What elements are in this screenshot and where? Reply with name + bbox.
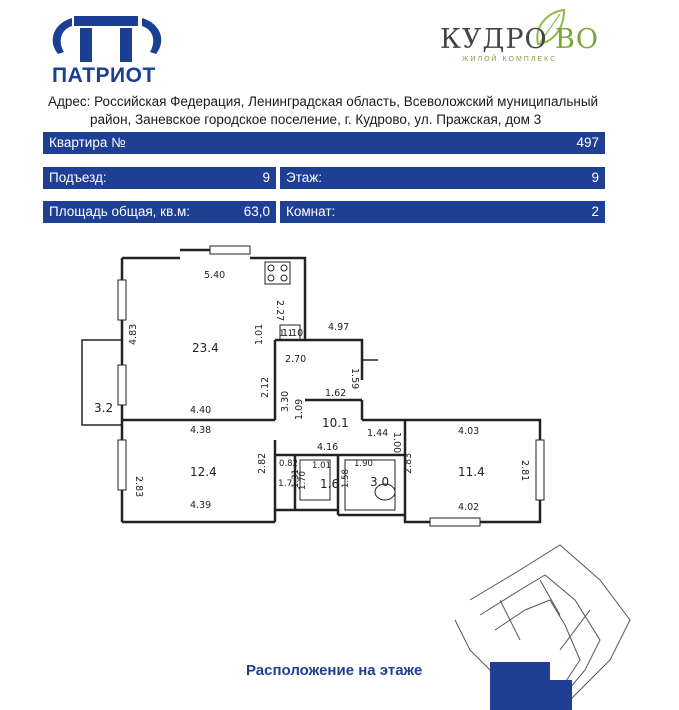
floor-value: 9 [591,170,599,185]
dim-2-12: 2.12 [260,377,271,398]
dim-1-09: 1.09 [294,399,305,420]
address-line-2: район, Заневское городское поселение, г.… [90,112,542,127]
dim-4-02: 4.02 [458,502,479,513]
dim-2-81: 2.81 [519,460,530,481]
leaf-icon [536,8,566,46]
entrance-value: 9 [262,170,270,185]
dimensions: 5.40 2.27 4.83 1.01 1.10 4.97 2.70 1.59 … [128,270,530,513]
apartment-number: 497 [576,135,599,150]
dim-2-27: 2.27 [274,300,285,321]
kudrovo-tagline: ЖИЛОЙ КОМПЛЕКС [462,56,558,63]
apartment-bar: Квартира № 497 [43,132,605,154]
patriot-brand-name: ПАТРИОТ [52,64,156,87]
location-minimap [454,544,631,710]
dim-1-00: 1.00 [391,432,402,453]
dim-4-83: 4.83 [128,324,139,345]
dim-1-70: 1.70 [298,471,308,490]
room-areas: 23.4 3.2 12.4 10.1 11.4 1.6 3.0 1.1 1.7 [94,329,485,491]
dim-4-40: 4.40 [190,405,211,416]
plan-windows [117,245,545,527]
balcony-area: 3.2 [94,401,113,415]
wc-area: 1.6 [320,477,339,491]
dim-1-44: 1.44 [367,428,388,439]
dim-4-38: 4.38 [190,425,211,436]
dim-5-40: 5.40 [204,270,225,281]
dim-4-16: 4.16 [317,442,338,453]
area-value: 63,0 [243,204,270,219]
closet-area: 1.1 [279,329,293,339]
kitchen-area: 23.4 [192,341,219,355]
rooms-value: 2 [591,204,599,219]
dim-1-01-a: 1.01 [254,324,265,345]
kudrovo-logo: КУДРО ВО ЖИЛОЙ КОМПЛЕКС [440,8,620,68]
apartment-location-highlight [490,662,550,710]
rooms-label: Комнат: [286,204,336,219]
dim-1-90: 1.90 [354,459,373,469]
dim-2-82: 2.82 [257,453,268,474]
kudrovo-name-right: ВО [555,24,599,55]
address-block: Адрес: Российская Федерация, Ленинградск… [48,93,648,129]
dim-4-39: 4.39 [190,500,211,511]
dim-1-10: 1.10 [282,328,303,339]
address-line-1: Адрес: Российская Федерация, Ленинградск… [48,94,599,109]
dim-1-59: 1.59 [349,368,360,389]
dim-3-30: 3.30 [280,391,291,412]
dim-4-03: 4.03 [458,426,479,437]
kitchen-fixtures [264,261,396,511]
entrance-label: Подъезд: [49,170,107,185]
bedroom-area: 12.4 [190,465,217,479]
bath-area: 3.0 [370,475,389,489]
dim-2-83-b: 2.83 [403,453,414,474]
dim-4-97: 4.97 [328,322,349,333]
dim-1-62: 1.62 [325,388,346,399]
floor-label: Этаж: [286,170,323,185]
area-label: Площадь общая, кв.м: [49,204,191,219]
patriot-emblem-icon [52,16,162,62]
room2-area: 11.4 [458,465,485,479]
location-title: Расположение на этаже [246,662,423,679]
plan-walls [81,248,542,524]
area-bar: Площадь общая, кв.м: 63,0 [43,201,276,223]
floor-bar: Этаж: 9 [280,167,605,189]
entrance-bar: Подъезд: 9 [43,167,276,189]
dim-1-58: 1.58 [341,469,351,488]
dim-0-82: 0.82 [279,459,298,469]
apartment-label: Квартира № [49,135,126,150]
pantry-area: 1.7 [278,479,292,489]
apartment-location-highlight-2 [550,680,572,710]
dim-2-70: 2.70 [285,354,306,365]
patriot-logo: ПАТРИОТ [48,12,166,87]
dim-1-31: 1.31 [291,469,301,488]
rooms-bar: Комнат: 2 [280,201,605,223]
hall-area: 10.1 [322,416,349,430]
dim-2-83-a: 2.83 [133,476,144,497]
kudrovo-name-left: КУДРО [440,24,548,55]
dim-1-01-b: 1.01 [312,461,331,471]
